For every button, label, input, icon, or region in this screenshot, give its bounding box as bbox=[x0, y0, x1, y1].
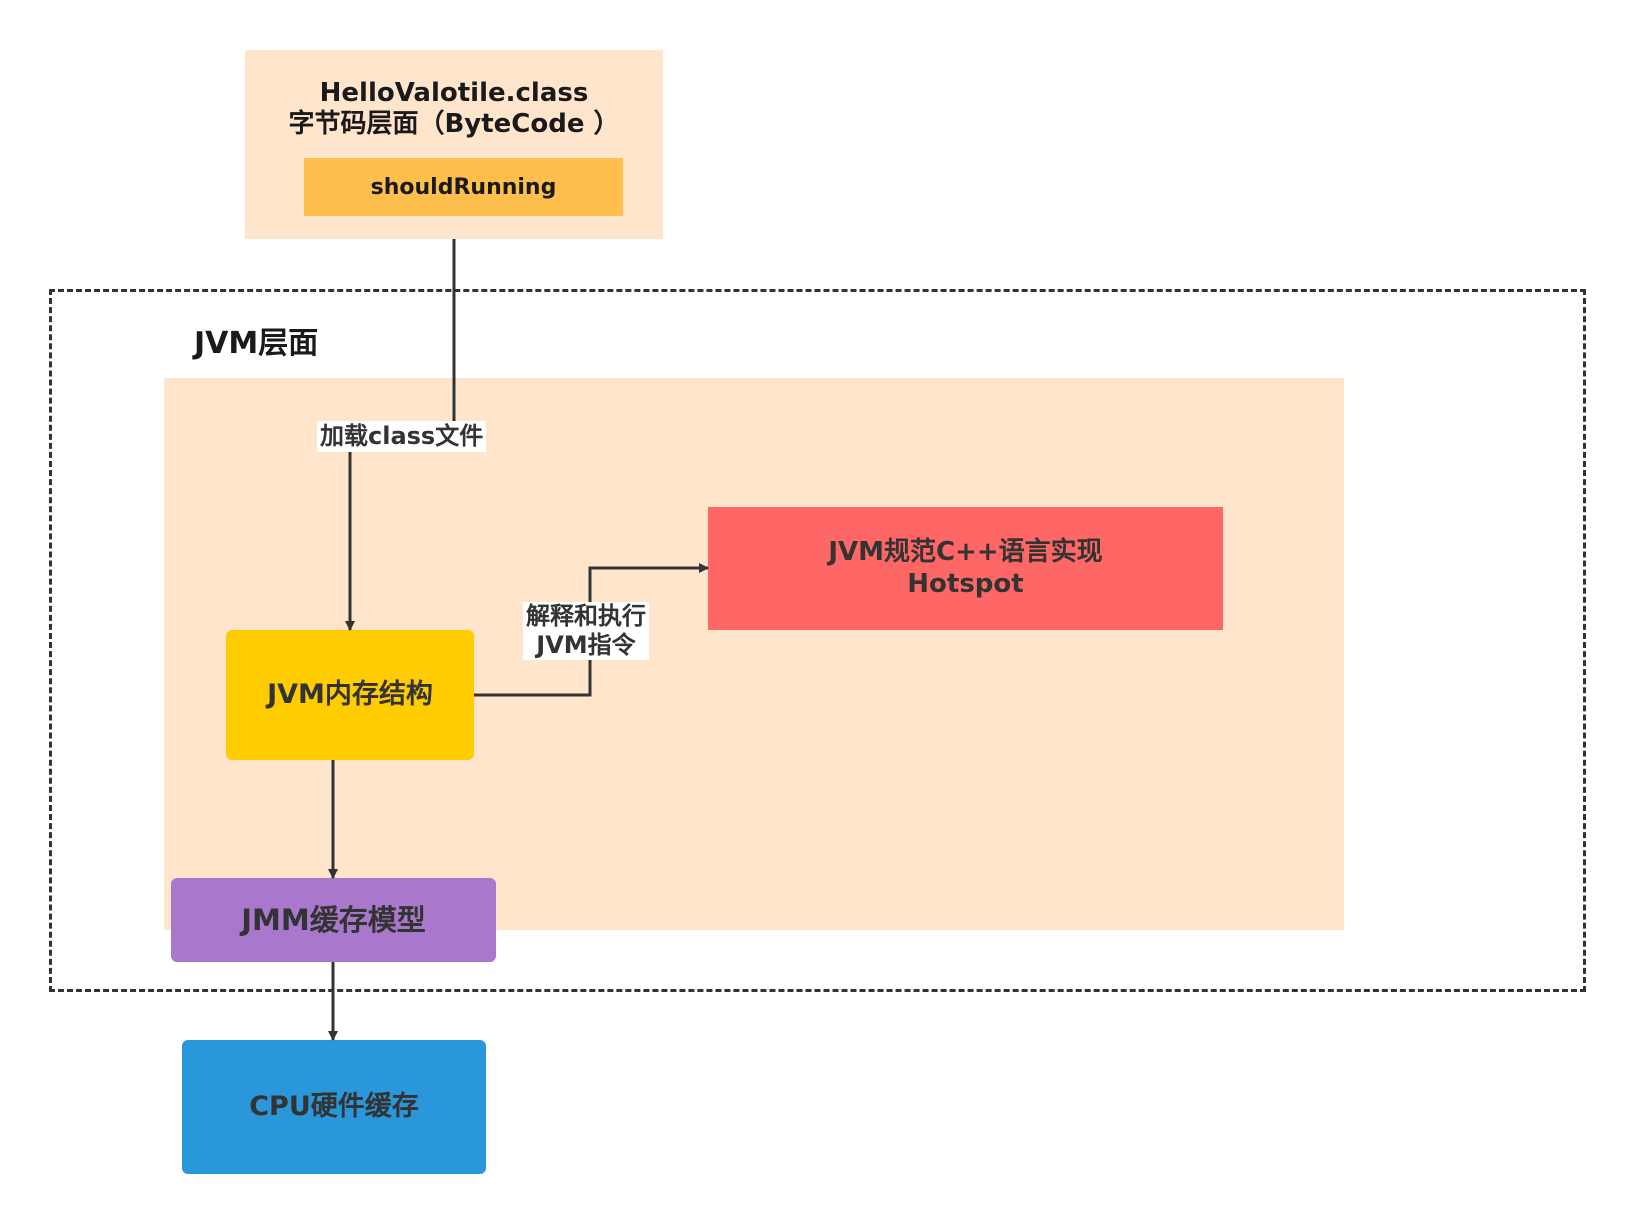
edge-label-interpret-line2: JVM指令 bbox=[536, 630, 636, 659]
cpu-node: CPU硬件缓存 bbox=[182, 1040, 486, 1174]
jvm-memory-node: JVM内存结构 bbox=[226, 630, 474, 760]
bytecode-node: HelloValotile.class 字节码层面（ByteCode ） sho… bbox=[245, 50, 663, 239]
jvm-layer-label: JVM层面 bbox=[194, 326, 319, 361]
edge-label-interpret-line1: 解释和执行 bbox=[526, 602, 646, 630]
edge-label-load-class: 加载class文件 bbox=[317, 421, 487, 453]
hotspot-line1: JVM规范C++语言实现 bbox=[828, 537, 1103, 568]
bytecode-subtitle: 字节码层面（ByteCode ） bbox=[288, 109, 620, 140]
edge-label-interpret: 解释和执行 JVM指令 bbox=[523, 602, 649, 660]
hotspot-node: JVM规范C++语言实现 Hotspot bbox=[708, 507, 1223, 630]
should-running-field: shouldRunning bbox=[304, 158, 623, 216]
jvm-layer-frame bbox=[49, 289, 1586, 992]
hotspot-line2: Hotspot bbox=[907, 568, 1024, 599]
cpu-label: CPU硬件缓存 bbox=[249, 1090, 419, 1122]
jmm-node: JMM缓存模型 bbox=[171, 878, 496, 962]
jvm-memory-label: JVM内存结构 bbox=[267, 678, 433, 710]
bytecode-title: HelloValotile.class bbox=[319, 78, 589, 108]
jmm-label: JMM缓存模型 bbox=[241, 902, 426, 937]
